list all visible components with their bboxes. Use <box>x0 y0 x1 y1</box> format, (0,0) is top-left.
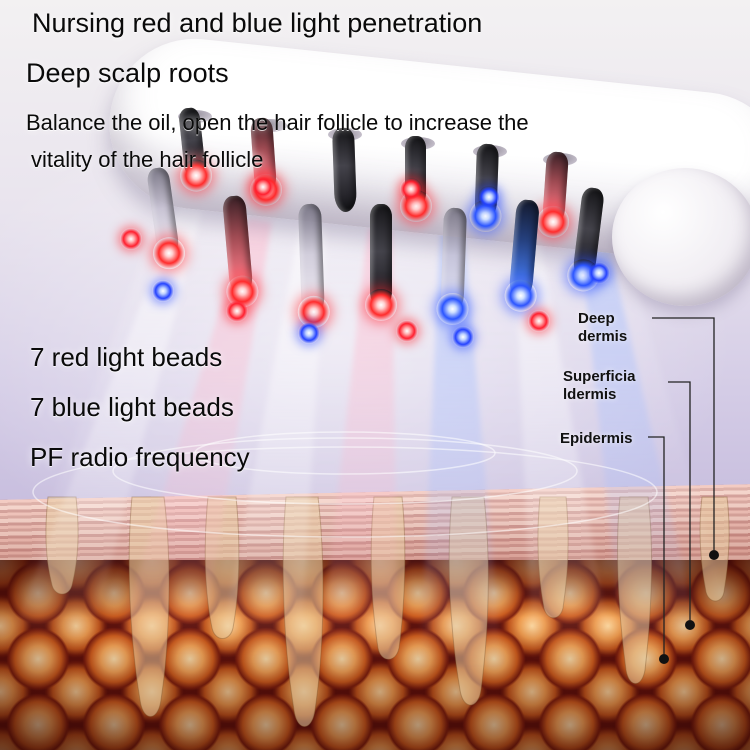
label-superficial-dermis: Superficia ldermis <box>563 368 636 403</box>
label-superficial-line2: ldermis <box>563 385 617 403</box>
blue-glow-dot <box>298 322 320 344</box>
red-glow-dot <box>226 300 248 322</box>
light-bead-red <box>536 151 571 239</box>
red-glow-dot <box>400 178 422 200</box>
light-bead-red <box>365 204 397 321</box>
red-light-tip <box>365 289 397 321</box>
label-deep-dermis-line1: Deep <box>578 310 615 327</box>
feature-blue-beads: 7 blue light beads <box>30 392 234 422</box>
headline-line-3: Balance the oil, open the hair follicle … <box>26 110 529 135</box>
headline-line-4: vitality of the hair follicle <box>31 147 264 172</box>
light-bead <box>332 127 357 213</box>
blue-glow-dot <box>452 326 474 348</box>
headline-line-2: Deep scalp roots <box>26 58 229 88</box>
follicle-layer-shading <box>0 560 750 750</box>
label-deep-dermis: Deep dermis <box>578 310 627 345</box>
red-glow-dot <box>252 176 274 198</box>
label-superficial-line1: Superficia <box>563 368 636 385</box>
blue-glow-dot <box>588 262 610 284</box>
feature-rf: PF radio frequency <box>30 442 250 472</box>
red-glow-dot <box>120 228 142 250</box>
light-bead-red <box>296 203 330 329</box>
blue-glow-dot <box>478 186 500 208</box>
light-bead-blue <box>468 143 503 233</box>
device-end-cap <box>612 168 750 306</box>
red-glow-dot <box>396 320 418 342</box>
red-glow-dot <box>528 310 550 332</box>
light-bead-blue <box>435 207 469 326</box>
headline-line-1: Nursing red and blue light penetration <box>32 8 483 38</box>
blue-glow-dot <box>152 280 174 302</box>
label-deep-dermis-line2: dermis <box>578 327 628 345</box>
label-epidermis: Epidermis <box>560 430 633 447</box>
feature-red-beads: 7 red light beads <box>30 342 223 372</box>
skin-cross-section <box>0 483 750 750</box>
